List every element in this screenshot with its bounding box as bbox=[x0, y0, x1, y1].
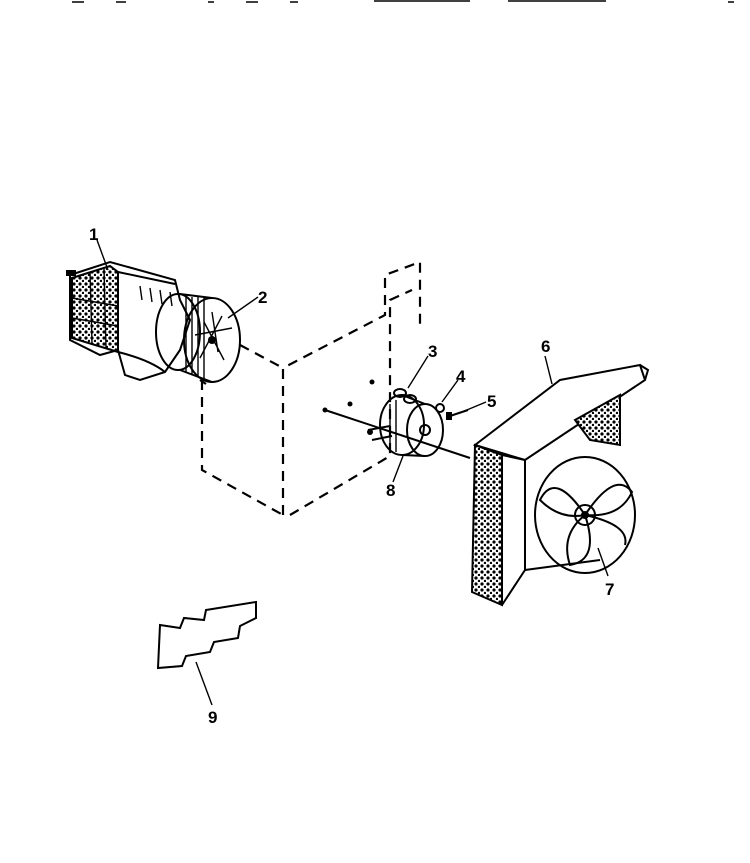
callout-7: 7 bbox=[605, 580, 614, 599]
callout-4: 4 bbox=[456, 367, 466, 386]
gasket-strip bbox=[156, 600, 257, 670]
callout-2: 2 bbox=[258, 288, 267, 307]
mounting-hardware bbox=[322, 379, 469, 420]
callout-1: 1 bbox=[89, 225, 98, 244]
fan-motor bbox=[324, 394, 471, 459]
blower-wheel bbox=[155, 293, 241, 383]
callout-8: 8 bbox=[386, 481, 395, 500]
callout-6: 6 bbox=[541, 337, 550, 356]
condenser-fan-blade bbox=[534, 456, 636, 574]
cabinet-outline bbox=[199, 260, 422, 516]
blower-housing bbox=[66, 260, 192, 382]
callout-3: 3 bbox=[428, 342, 437, 361]
leader-lines bbox=[96, 239, 609, 706]
callout-9: 9 bbox=[208, 708, 217, 727]
callout-5: 5 bbox=[487, 392, 496, 411]
scan-artifact-marks bbox=[72, 0, 734, 3]
condenser-shroud bbox=[470, 363, 650, 607]
